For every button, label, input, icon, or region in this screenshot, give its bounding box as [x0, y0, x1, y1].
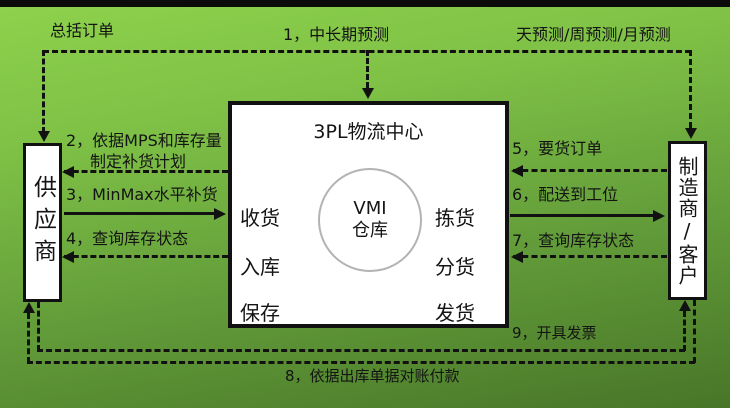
- edge-step9-hline: [37, 349, 685, 352]
- label-step5: 5，要货订单: [512, 139, 603, 158]
- edge-step5-line: [513, 169, 667, 172]
- edge-step4-line: [64, 255, 228, 258]
- logistics-center-title: 3PL物流中心: [313, 121, 424, 143]
- label-step9: 9，开具发票: [512, 324, 597, 342]
- vmi-warehouse-circle: VMI 仓库: [318, 168, 422, 272]
- process-picking: 拣货: [435, 206, 475, 230]
- label-blanket-order: 总括订单: [50, 21, 115, 40]
- arrowhead-down-manufacturer: [685, 128, 697, 139]
- label-step2-line1: 2，依据MPS和库存量: [66, 131, 222, 150]
- arrowhead-down-center: [362, 88, 374, 99]
- label-step1-mid-long-forecast: 1，中长期预测: [283, 25, 390, 44]
- manufacturer-label: 制造商/客户: [675, 155, 699, 286]
- label-step2-line2: 制定补货计划: [90, 152, 187, 171]
- logistics-center-box: 3PL物流中心 VMI 仓库 收货 入库 保存 拣货 分货 发货: [228, 101, 509, 328]
- process-receiving: 收货: [240, 206, 280, 230]
- arrowhead-step8: [23, 302, 35, 313]
- forecast-drop-manufacturer: [689, 50, 692, 128]
- label-step6: 6，配送到工位: [512, 185, 619, 204]
- edge-step8-vleft: [27, 313, 30, 363]
- arrowhead-step7: [511, 251, 523, 263]
- edge-step3-line: [64, 212, 216, 215]
- vmi-circle-line2: 仓库: [352, 220, 388, 241]
- label-step4: 4，查询库存状态: [66, 229, 189, 248]
- forecast-drop-supplier: [42, 50, 45, 133]
- edge-step2-line: [64, 170, 228, 173]
- label-step3: 3，MinMax水平补货: [66, 185, 218, 204]
- supplier-label: 供应商: [29, 174, 56, 271]
- arrowhead-step4: [62, 251, 74, 263]
- manufacturer-box: 制造商/客户: [668, 141, 707, 300]
- top-black-bar: [0, 0, 730, 7]
- process-warehousing: 入库: [240, 255, 280, 279]
- arrowhead-step3: [214, 208, 226, 220]
- label-step8: 8，依据出库单据对账付款: [285, 367, 460, 385]
- arrowhead-down-supplier: [38, 131, 50, 142]
- supplier-box: 供应商: [23, 143, 62, 302]
- arrowhead-step5: [511, 165, 523, 177]
- process-shipping: 发货: [435, 301, 475, 325]
- edge-step9-vright: [683, 311, 686, 351]
- arrowhead-step2: [62, 166, 74, 178]
- forecast-drop-center: [366, 50, 369, 88]
- edge-step6-line: [510, 214, 655, 217]
- vmi-circle-line1: VMI: [353, 198, 387, 219]
- edge-step8-hline: [27, 361, 695, 364]
- process-storage: 保存: [240, 301, 280, 325]
- label-forecast-types: 天预测/周预测/月预测: [516, 25, 671, 44]
- process-sorting: 分货: [435, 255, 475, 279]
- edge-step9-vleft: [37, 302, 40, 351]
- edge-step7-line: [513, 255, 667, 258]
- label-step7: 7，查询库存状态: [512, 231, 635, 250]
- arrowhead-step9: [679, 300, 691, 311]
- edge-step8-vright: [693, 300, 696, 363]
- arrowhead-step6: [653, 210, 665, 222]
